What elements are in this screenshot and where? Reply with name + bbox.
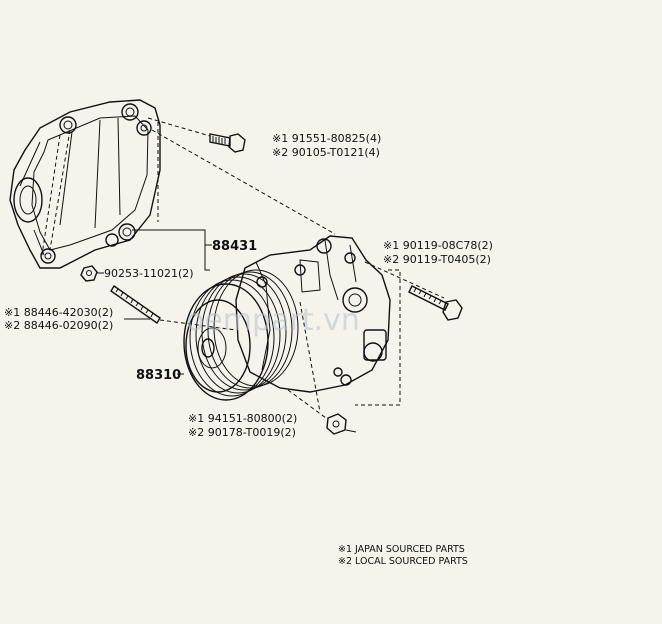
callout-stud-left-1: ※1 88446-42030(2) (4, 306, 113, 319)
legend-note-local: ※2 LOCAL SOURCED PARTS (338, 556, 468, 567)
nut-bracket (80, 265, 98, 282)
alignment-lines (41, 117, 445, 419)
callout-nut-bottom-1: ※1 94151-80800(2) (188, 412, 297, 425)
callout-stud-left-2: ※2 88446-02090(2) (4, 319, 113, 332)
callout-bolt-top-2: ※2 90105-T0121(4) (272, 146, 380, 159)
compressor-bracket (9, 99, 161, 269)
callout-nut-bracket: 90253-11021(2) (104, 267, 194, 280)
bolt-top (209, 133, 246, 153)
callout-bolt-right-1: ※1 90119-08C78(2) (383, 239, 493, 252)
bolt-right (408, 285, 463, 321)
leader-lines (97, 229, 357, 433)
callout-bolt-right-2: ※2 90119-T0405(2) (383, 253, 491, 266)
nut-bottom (326, 413, 347, 435)
stud-left (110, 284, 161, 325)
compressor-assembly (183, 235, 391, 401)
callout-nut-bottom-2: ※2 90178-T0019(2) (188, 426, 296, 439)
callout-compressor-assy: 88310 (136, 368, 181, 383)
legend-note-japan: ※1 JAPAN SOURCED PARTS (338, 544, 465, 555)
watermark: oempart.vn (186, 303, 360, 338)
callout-bracket-assy: 88431 (212, 239, 257, 254)
callout-bolt-top-1: ※1 91551-80825(4) (272, 132, 381, 145)
